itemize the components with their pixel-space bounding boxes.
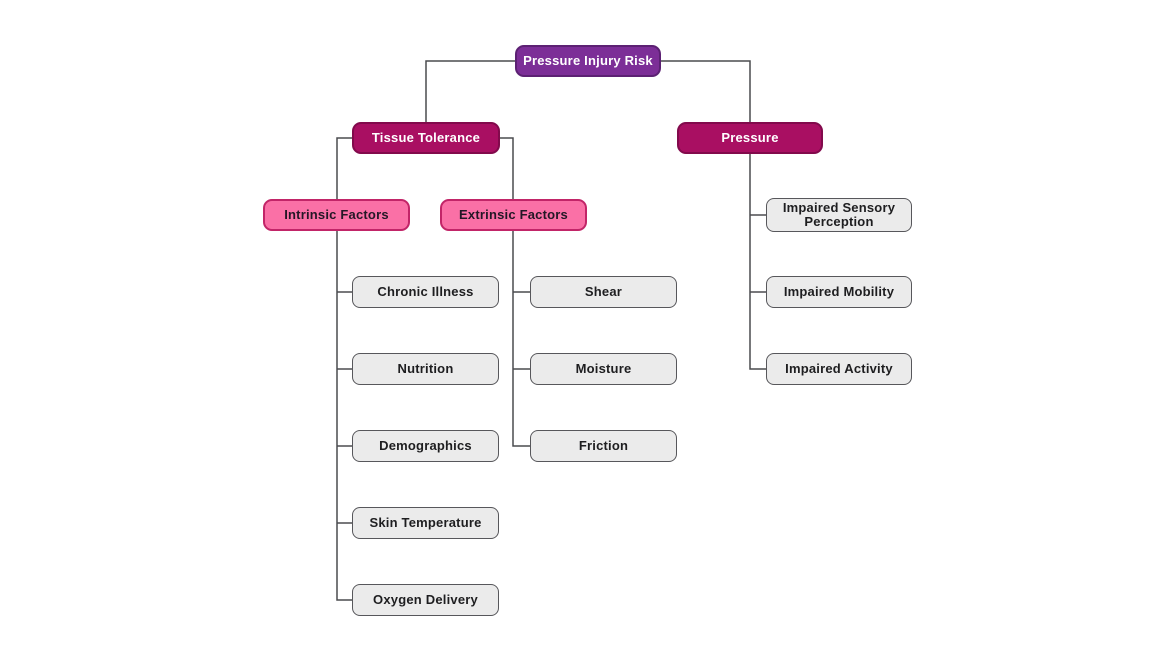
node-tissue-tolerance: Tissue Tolerance xyxy=(352,122,500,154)
node-moisture: Moisture xyxy=(530,353,677,385)
node-pressure-injury-risk: Pressure Injury Risk xyxy=(515,45,661,77)
node-chronic-illness: Chronic Illness xyxy=(352,276,499,308)
node-shear: Shear xyxy=(530,276,677,308)
node-impaired-sensory-perception: Impaired Sensory Perception xyxy=(766,198,912,232)
node-impaired-activity: Impaired Activity xyxy=(766,353,912,385)
node-pressure: Pressure xyxy=(677,122,823,154)
node-skin-temperature: Skin Temperature xyxy=(352,507,499,539)
node-impaired-mobility: Impaired Mobility xyxy=(766,276,912,308)
node-demographics: Demographics xyxy=(352,430,499,462)
node-intrinsic-factors: Intrinsic Factors xyxy=(263,199,410,231)
node-nutrition: Nutrition xyxy=(352,353,499,385)
node-oxygen-delivery: Oxygen Delivery xyxy=(352,584,499,616)
node-extrinsic-factors: Extrinsic Factors xyxy=(440,199,587,231)
node-friction: Friction xyxy=(530,430,677,462)
